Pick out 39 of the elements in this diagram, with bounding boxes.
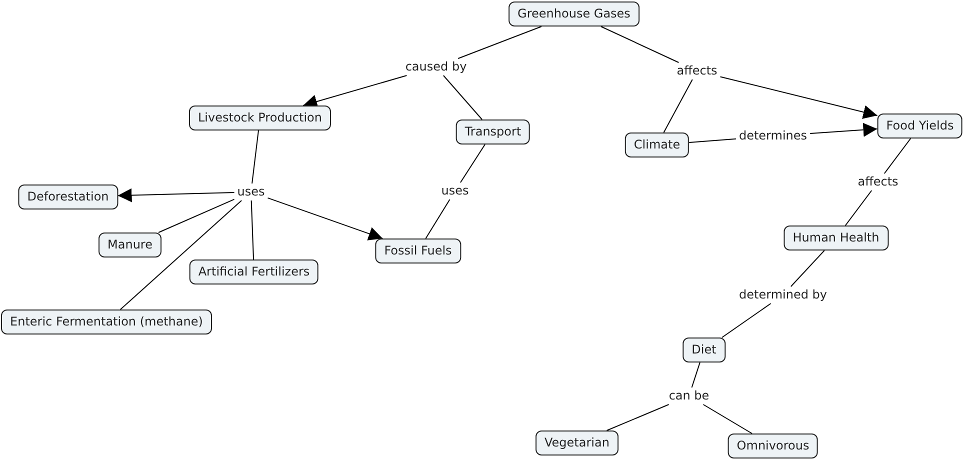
concept-box: Climate (624, 132, 690, 158)
concept-box: Greenhouse Gases (508, 2, 640, 26)
concept-box: Livestock Production (189, 106, 331, 130)
connector-line (844, 190, 872, 226)
connector-line (688, 138, 736, 143)
connector-line (606, 404, 670, 431)
concept-box: Vegetarian (536, 430, 618, 456)
connector-line (702, 404, 752, 434)
arrow (720, 76, 878, 119)
concept-box: Omnivorous (728, 434, 818, 458)
connector-line (790, 250, 825, 287)
concept-box: Fossil Fuels (375, 238, 461, 264)
connector-line (250, 200, 254, 260)
arrow (267, 197, 384, 240)
concept-box: Diet (682, 338, 726, 362)
connector-line (425, 199, 450, 239)
arrow (810, 122, 878, 137)
connector-line (600, 26, 680, 63)
connector-line (884, 138, 912, 174)
linking-phrase: caused by (403, 60, 469, 74)
concept-box: Food Yields (877, 114, 963, 138)
connector-line (721, 303, 772, 338)
connector-line (458, 26, 542, 59)
concept-box: Deforestation (18, 184, 118, 210)
connector-line (158, 198, 235, 233)
arrow (302, 75, 408, 108)
arrow (117, 188, 235, 202)
connector-line (252, 130, 259, 184)
concept-box: Artificial Fertilizers (189, 260, 319, 284)
connector-line (120, 200, 242, 310)
connector-line (460, 144, 486, 183)
linking-phrase: determined by (737, 288, 829, 302)
connector-line (663, 79, 693, 133)
concept-box: Manure (98, 232, 162, 258)
connector-line (691, 362, 700, 388)
concept-box: Transport (456, 120, 530, 144)
connector-line (442, 75, 483, 120)
concept-box: Human Health (784, 226, 888, 250)
concept-box: Enteric Fermentation (methane) (1, 310, 212, 334)
